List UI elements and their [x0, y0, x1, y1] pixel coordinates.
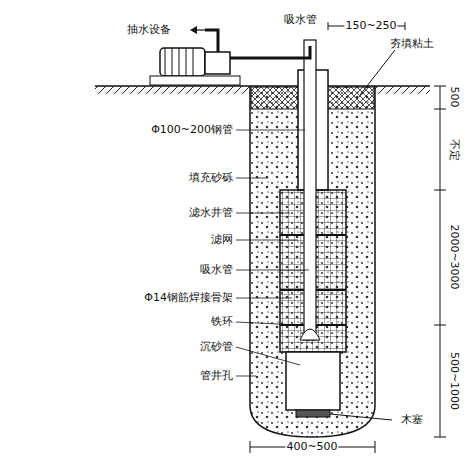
part-label: 滤网 [210, 234, 234, 246]
part-label: 滤水井管 [188, 207, 234, 219]
part-label: 木塞 [400, 414, 424, 426]
dimension-label: 500~1000 [448, 351, 460, 411]
well-pipe [280, 40, 346, 417]
dimension-label: 500 [448, 86, 460, 109]
dimension-label: 400~500 [285, 441, 338, 453]
part-label: Φ100~200钢管 [150, 124, 234, 136]
dimension-label: 2000~3000 [448, 223, 460, 290]
part-label: 管井孔 [199, 370, 234, 382]
part-label: 吸水管 [199, 264, 234, 276]
part-label: 夯填粘土 [389, 38, 435, 50]
leader-lines [236, 130, 309, 376]
part-label: 抽水设备 [126, 24, 172, 36]
pump [150, 26, 310, 85]
dimension-lines [250, 22, 446, 453]
dimension-label: 150~250 [344, 20, 397, 32]
part-label: 沉砂管 [199, 341, 234, 353]
part-label: 填充砂砾 [188, 172, 234, 184]
dimension-label: 不定 [448, 138, 460, 162]
part-label: 铁环 [210, 316, 234, 328]
part-label: 吸水管 [283, 14, 318, 26]
part-label: Φ14钢筋焊接骨架 [143, 292, 234, 304]
